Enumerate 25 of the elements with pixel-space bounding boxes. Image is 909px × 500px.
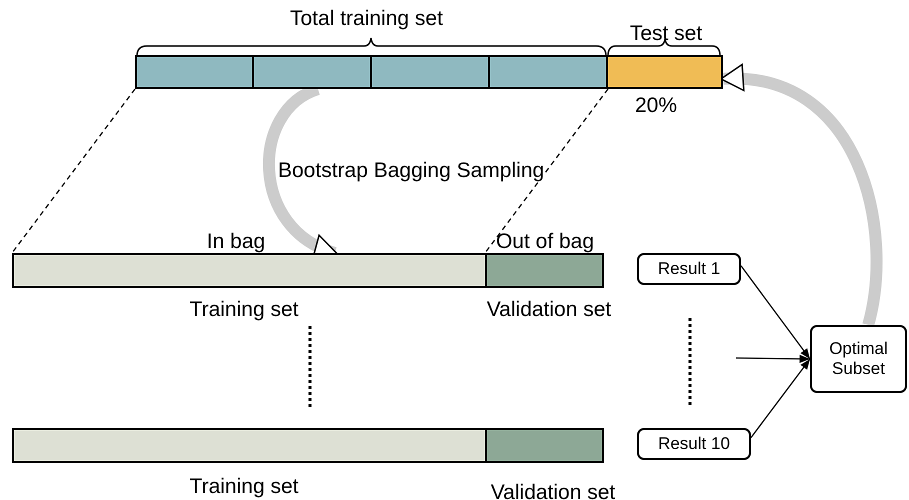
training-fold-bar	[370, 55, 490, 89]
arrow	[750, 358, 811, 438]
bar-heading: Out of bag	[496, 231, 594, 252]
bar-heading: Test set	[630, 23, 702, 44]
training-fold-bar	[252, 55, 372, 89]
box-label: Result 10	[657, 434, 731, 454]
optimal-subset-box	[810, 325, 907, 393]
result-box	[637, 428, 751, 460]
dashed-line	[11, 88, 136, 254]
bar-caption: Training set	[190, 476, 298, 497]
bar-caption: Validation set	[486, 299, 612, 320]
training-fold-bar	[488, 55, 608, 89]
arrow	[736, 354, 810, 364]
dashed-line	[484, 88, 609, 254]
group-label: Total training set	[290, 8, 443, 29]
edge-label: Bootstrap Bagging Sampling	[278, 160, 544, 181]
box-label: Optimal Subset	[828, 338, 889, 380]
arrow	[740, 265, 811, 360]
result-box	[637, 253, 741, 285]
bar-heading: In bag	[206, 231, 266, 252]
bar-caption: Training set	[190, 299, 298, 320]
bar-caption: Validation set	[490, 482, 616, 500]
training-fold-bar	[135, 55, 254, 89]
box-label: Result 1	[656, 258, 722, 280]
bar-caption: 20%	[634, 95, 678, 116]
